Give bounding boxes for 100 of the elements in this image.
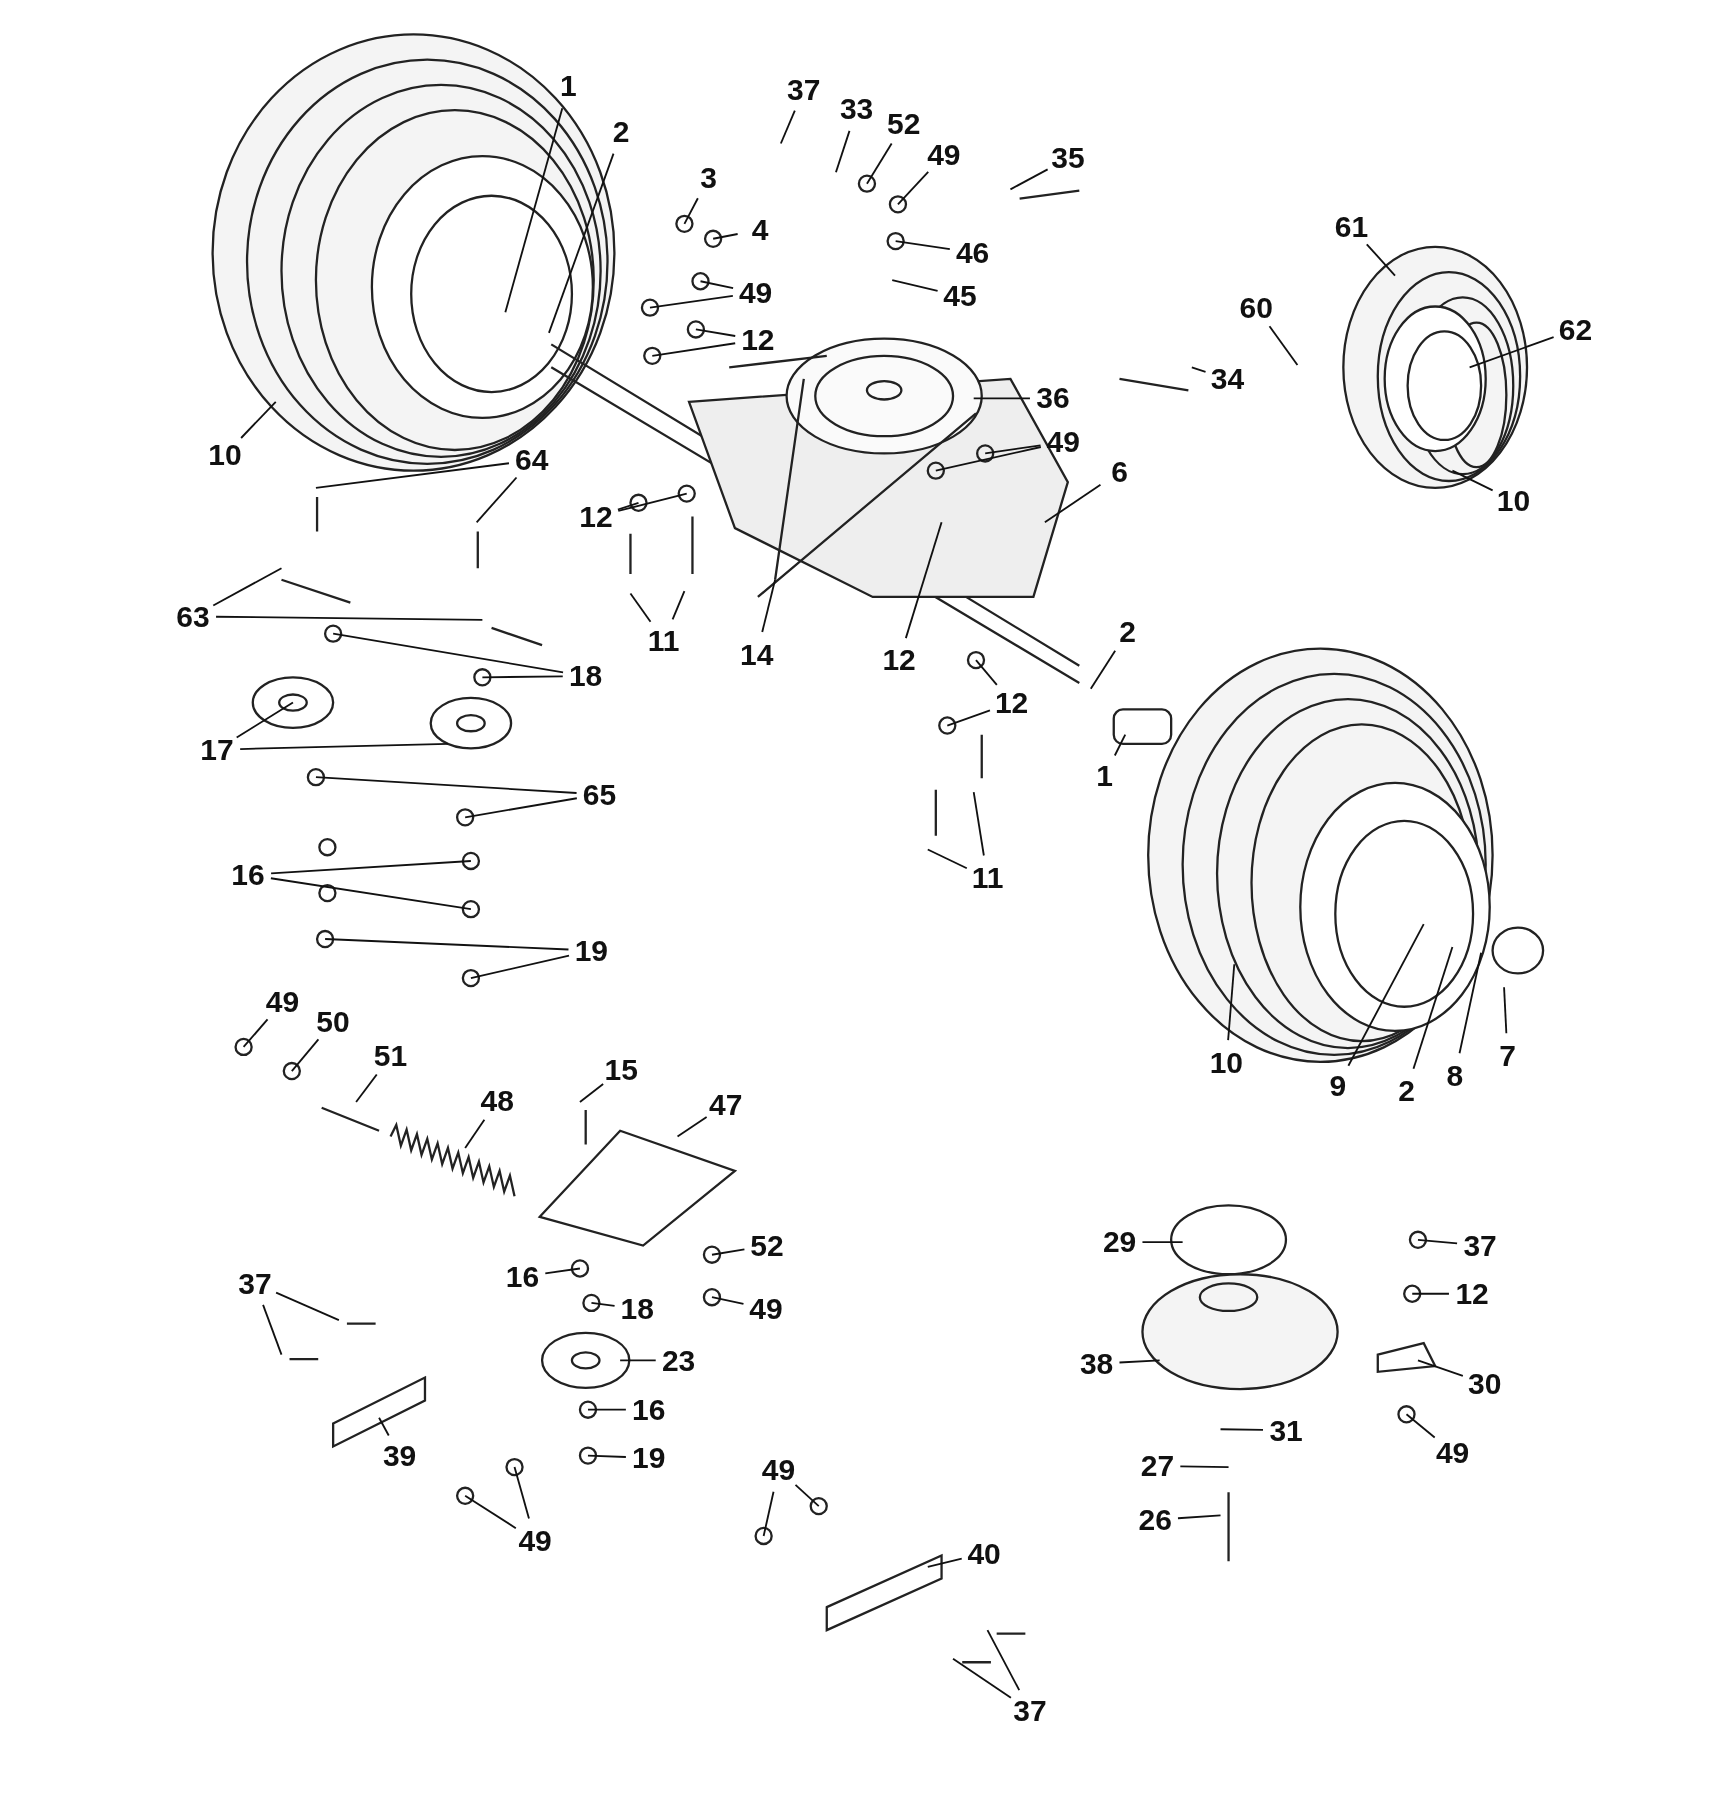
leader-line xyxy=(1089,649,1117,690)
leader-line xyxy=(239,742,449,750)
callout-number: 29 xyxy=(1102,1227,1137,1258)
leader-line xyxy=(616,501,640,511)
leader-line xyxy=(315,462,510,489)
callout-number: 8 xyxy=(1446,1060,1464,1091)
callout-number: 12 xyxy=(882,645,916,676)
callout-number: 31 xyxy=(1269,1415,1303,1446)
leader-line xyxy=(986,1629,1021,1692)
leader-line xyxy=(1113,733,1127,757)
callout-number: 51 xyxy=(373,1041,408,1072)
leader-line xyxy=(712,233,739,240)
leader-line xyxy=(270,860,472,875)
callout-number: 40 xyxy=(967,1538,1001,1569)
leader-line xyxy=(240,400,277,439)
leader-line xyxy=(1458,951,1482,1055)
callout-number: 60 xyxy=(1239,292,1273,323)
leader-line xyxy=(544,1267,581,1275)
callout-number: 52 xyxy=(750,1230,784,1261)
leader-line xyxy=(866,142,893,185)
leader-line xyxy=(975,659,998,686)
callout-number: 37 xyxy=(787,74,821,105)
callout-number: 10 xyxy=(1496,485,1531,516)
leader-line xyxy=(587,1408,627,1411)
callout-number: 49 xyxy=(265,987,300,1018)
leader-line xyxy=(1190,366,1207,373)
leader-line xyxy=(761,578,777,633)
leader-line xyxy=(1009,168,1049,191)
leader-line xyxy=(683,197,699,225)
leader-line xyxy=(1347,923,1425,1067)
leader-line xyxy=(1141,1241,1184,1243)
callout-number: 39 xyxy=(382,1441,417,1471)
callout-number: 46 xyxy=(955,237,990,268)
callout-number: 1 xyxy=(1096,761,1113,792)
leader-line xyxy=(262,1304,283,1356)
leader-line xyxy=(1412,946,1454,1070)
callout-number: 50 xyxy=(316,1006,350,1037)
callout-number: 19 xyxy=(574,935,609,966)
callout-number: 48 xyxy=(480,1086,514,1117)
leader-line xyxy=(235,701,294,739)
callout-number: 37 xyxy=(238,1268,272,1299)
leader-line xyxy=(619,1359,657,1362)
leader-line xyxy=(513,1466,530,1520)
leader-line xyxy=(835,129,851,174)
leader-line xyxy=(1118,1359,1161,1364)
callout-number: 61 xyxy=(1334,212,1369,243)
leader-line xyxy=(1365,243,1396,277)
leader-line xyxy=(779,109,796,145)
leader-line xyxy=(1417,1359,1464,1377)
callout-number: 35 xyxy=(1051,143,1085,174)
callout-number: 49 xyxy=(927,140,961,170)
leader-line xyxy=(617,492,688,512)
callout-number: 10 xyxy=(1209,1048,1244,1079)
leader-line xyxy=(711,1296,745,1305)
callout-number: 49 xyxy=(738,277,773,308)
leader-line xyxy=(242,1018,269,1048)
leader-line xyxy=(332,632,564,674)
callout-number: 7 xyxy=(1499,1041,1516,1072)
leader-line xyxy=(671,590,686,621)
leader-line xyxy=(946,709,991,727)
leader-line xyxy=(355,1073,378,1103)
callout-number: 10 xyxy=(208,439,242,470)
leader-line xyxy=(464,1494,517,1530)
callout-number: 64 xyxy=(514,445,549,476)
callout-number: 30 xyxy=(1468,1368,1502,1399)
leader-line xyxy=(897,170,930,206)
callout-number: 2 xyxy=(1398,1075,1415,1106)
leader-line xyxy=(464,1118,486,1149)
leader-line xyxy=(926,848,968,870)
leader-line xyxy=(695,328,737,337)
callout-number: 36 xyxy=(1036,383,1070,414)
callout-number: 62 xyxy=(1558,314,1593,345)
callout-number: 45 xyxy=(943,281,977,312)
callout-number: 49 xyxy=(749,1294,783,1324)
callout-number: 2 xyxy=(612,117,630,148)
callout-number: 1 xyxy=(560,71,577,102)
callout-number: 33 xyxy=(839,94,874,125)
leader-line xyxy=(1451,469,1494,492)
leader-line xyxy=(699,280,735,289)
callout-number: 38 xyxy=(1079,1349,1114,1380)
leader-line xyxy=(590,1302,616,1307)
leader-line xyxy=(1503,986,1508,1035)
callout-number: 49 xyxy=(518,1525,552,1556)
leader-line xyxy=(762,1490,775,1537)
leader-line xyxy=(629,592,652,623)
leader-line xyxy=(1219,1428,1264,1431)
leader-line xyxy=(1179,1465,1230,1468)
leader-line xyxy=(676,1116,708,1138)
leader-line xyxy=(324,938,570,951)
callout-number: 37 xyxy=(1463,1230,1497,1261)
leader-line xyxy=(469,954,570,979)
leader-line xyxy=(464,797,578,819)
leader-line xyxy=(904,521,943,640)
callout-number: 18 xyxy=(620,1294,654,1324)
leader-line xyxy=(1468,336,1555,369)
leader-line xyxy=(649,295,734,309)
callout-number: 26 xyxy=(1138,1505,1172,1536)
callout-number: 19 xyxy=(632,1443,666,1474)
leader-line xyxy=(972,397,1031,400)
callout-number: 16 xyxy=(231,859,265,890)
